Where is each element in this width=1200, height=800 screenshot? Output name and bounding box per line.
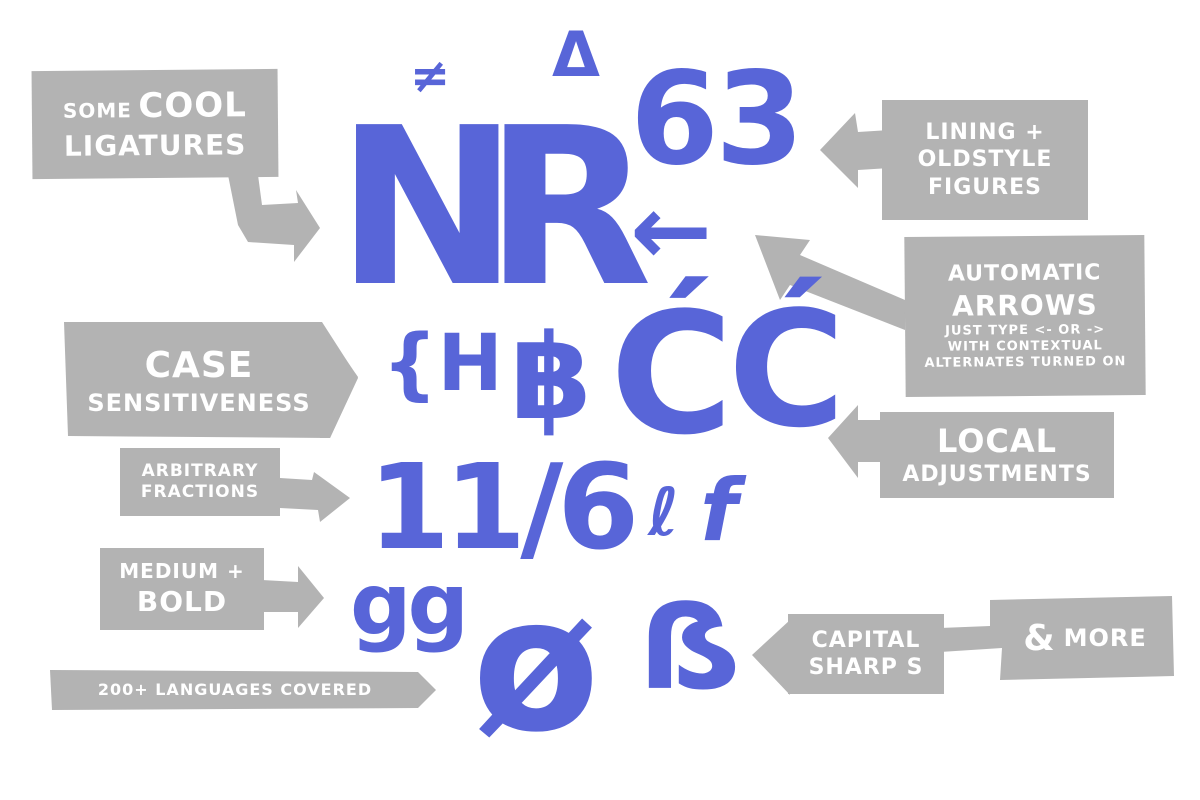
medium-label: MEDIUM +: [119, 559, 245, 583]
figures-line2: OLDSTYLE: [917, 147, 1053, 173]
arrow-figures: [820, 113, 890, 188]
arrow-sharp-s: [752, 620, 790, 695]
f-glyph: f: [700, 461, 738, 561]
o-slash-glyph: ø: [472, 556, 600, 773]
case-label: CASE: [144, 344, 254, 386]
fraction-glyph: 11/6: [368, 438, 639, 576]
arrow-local: [828, 405, 880, 478]
tag-case-shape: [64, 322, 358, 438]
arbitrary-label: ARBITRARY: [141, 460, 259, 481]
tag-lining-oldstyle-figures: LINING + OLDSTYLE FIGURES: [882, 100, 1088, 220]
arrow-ligatures: [228, 175, 320, 262]
tag-local-adjustments: LOCAL ADJUSTMENTS: [880, 412, 1114, 498]
languages-label: 200+ LANGUAGES COVERED: [97, 680, 373, 699]
delta-glyph: Δ: [552, 18, 600, 91]
some-label: SOME: [62, 98, 132, 124]
arrows-note-3: ALTERNATES TURNED ON: [924, 354, 1127, 372]
arrows-note-1: JUST TYPE <- OR ->: [945, 322, 1106, 339]
arrow-fractions: [280, 472, 350, 522]
brace-h-glyph: {H: [382, 319, 503, 409]
tag-some-cool-ligatures: SOME COOL LIGATURES: [31, 68, 279, 180]
ell-glyph: ℓ: [648, 474, 680, 551]
automatic-label: AUTOMATIC: [947, 260, 1102, 288]
not-equal-glyph: ≠: [410, 48, 451, 104]
gg-glyph: gg: [350, 555, 469, 655]
c-acute-glyph-2: Ć: [728, 276, 846, 463]
tag-more-shape: [940, 596, 1174, 680]
tag-automatic-arrows: AUTOMATIC ARROWS JUST TYPE <- OR -> WITH…: [904, 234, 1146, 398]
tag-languages-covered: 200+ LANGUAGES COVERED: [52, 672, 418, 708]
figures-line3: FIGURES: [928, 174, 1042, 200]
tag-and-more: & MORE: [1002, 602, 1168, 674]
c-acute-glyph-1: Ć: [610, 276, 734, 472]
tag-languages-shape: [50, 670, 436, 710]
ligatures-label: LIGATURES: [63, 127, 247, 163]
sensitiveness-label: SENSITIVENESS: [87, 388, 311, 417]
bold-label: BOLD: [136, 585, 228, 618]
ampersand-label: &: [1023, 617, 1056, 659]
arrows-label: ARROWS: [951, 288, 1098, 323]
arrow-weights: [262, 566, 324, 628]
left-arrow-glyph: ←: [630, 174, 713, 288]
adjustments-label: ADJUSTMENTS: [902, 462, 1092, 488]
nr-ligature-glyph: NR: [336, 82, 652, 335]
more-label: MORE: [1063, 624, 1147, 652]
baht-glyph: ฿: [510, 308, 593, 446]
tag-case-sensitiveness: CASE SENSITIVENESS: [68, 326, 330, 434]
figures-63-glyph: 63: [630, 45, 804, 194]
sharp-s-label: SHARP S: [808, 655, 924, 680]
tag-medium-bold: MEDIUM + BOLD: [100, 548, 264, 630]
arrow-automatic: [755, 235, 905, 330]
fractions-label: FRACTIONS: [140, 482, 260, 502]
capital-sharp-s-glyph: ẞ: [638, 578, 744, 716]
tag-capital-sharp-s: CAPITAL SHARP S: [788, 614, 944, 694]
arrows-note-2: WITH CONTEXTUAL: [947, 338, 1103, 355]
tag-arbitrary-fractions: ARBITRARY FRACTIONS: [120, 448, 280, 516]
local-label: LOCAL: [936, 422, 1058, 461]
figures-line1: LINING +: [925, 119, 1045, 145]
capital-label: CAPITAL: [811, 627, 921, 653]
cool-label: COOL: [138, 85, 248, 127]
